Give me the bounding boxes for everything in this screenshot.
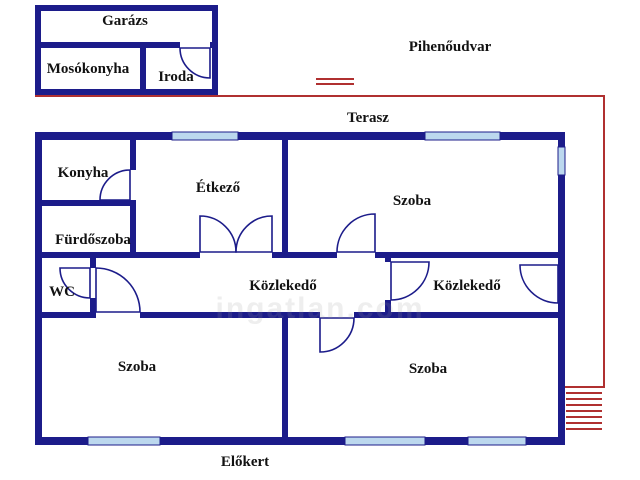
wall-segment — [140, 48, 146, 89]
wall-segment — [35, 89, 218, 95]
wall-segment — [35, 5, 41, 95]
main-house-outer-walls — [35, 132, 565, 445]
room-label-szoba-bal-also: Szoba — [118, 359, 157, 375]
wall-segment — [130, 206, 136, 258]
room-label-etkezo: Étkező — [196, 179, 241, 196]
window — [344, 436, 426, 446]
wall-segment — [282, 132, 288, 258]
outbuilding-walls — [35, 5, 218, 95]
property-boundary-line — [35, 95, 605, 388]
wall-segment — [210, 42, 218, 48]
steps-hatch — [566, 392, 602, 430]
windows — [87, 131, 566, 446]
room-label-wc: WC — [49, 284, 75, 300]
door-arc-iroda — [179, 47, 211, 79]
interior-walls — [35, 132, 558, 437]
wall-segment — [90, 298, 96, 314]
room-label-pihenoudvar: Pihenőudvar — [409, 39, 492, 55]
window — [171, 131, 239, 141]
wall-segment — [90, 258, 96, 268]
wall-segment — [130, 132, 136, 170]
wall-segment — [35, 437, 565, 445]
room-label-furdoszoba: Fürdőszoba — [55, 232, 131, 248]
wall-segment — [354, 312, 558, 318]
wall-segment — [385, 300, 391, 318]
window — [87, 436, 161, 446]
room-label-terasz: Terasz — [347, 110, 389, 126]
wall-segment — [136, 252, 200, 258]
room-label-elokert: Előkert — [221, 454, 269, 470]
door-arc-wc — [59, 267, 91, 299]
wall-segment — [35, 252, 136, 258]
room-label-garazs: Garázs — [102, 13, 148, 29]
wall-segment — [212, 5, 218, 95]
door-arc-szoba-felso — [336, 213, 376, 253]
window — [424, 131, 501, 141]
door-arc-kozlekedo — [390, 261, 430, 301]
room-label-mosokonyha: Mosókonyha — [47, 61, 130, 77]
wall-segment — [272, 252, 337, 258]
window — [467, 436, 527, 446]
room-label-iroda: Iroda — [158, 69, 194, 85]
door-arc-szoba-bal — [95, 267, 141, 313]
wall-segment — [35, 42, 180, 48]
wall-segment — [35, 132, 565, 140]
door-arc-etkezo-left — [199, 215, 237, 253]
room-labels: Garázs Mosókonyha Iroda Pihenőudvar Tera… — [47, 13, 502, 470]
room-label-szoba-felso: Szoba — [393, 193, 432, 209]
wall-segment — [385, 258, 391, 262]
wall-segment — [35, 200, 136, 206]
wall-segment — [35, 5, 218, 11]
wall-segment — [35, 132, 42, 445]
wall-segment — [558, 132, 565, 445]
room-label-kozlekedo-jobb: Közlekedő — [433, 278, 501, 294]
doors — [59, 47, 559, 353]
room-label-szoba-jobb-also: Szoba — [409, 361, 448, 377]
wall-segment — [282, 318, 288, 437]
wall-segment — [140, 312, 320, 318]
door-arc-entrance — [519, 264, 559, 304]
room-label-konyha: Konyha — [58, 165, 109, 181]
door-arc-konyha — [99, 169, 131, 201]
room-label-kozlekedo-kozep: Közlekedő — [249, 278, 317, 294]
door-arc-szoba-jobb — [319, 317, 355, 353]
wall-segment — [375, 252, 558, 258]
watermark-text: ingatlan.com — [215, 292, 424, 325]
door-arc-etkezo-right — [235, 215, 273, 253]
property-boundary — [35, 78, 605, 430]
wall-segment — [35, 312, 96, 318]
window — [557, 146, 566, 176]
